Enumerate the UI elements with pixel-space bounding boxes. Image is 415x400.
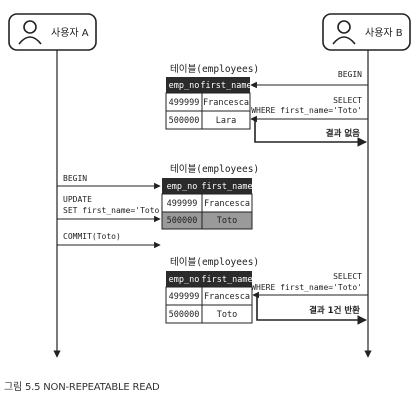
actor-b: 사용자 B (322, 13, 411, 51)
message-label: BEGIN (63, 174, 87, 183)
message-label: BEGIN (338, 70, 362, 79)
table-cell: 499999 (167, 199, 198, 209)
message-label: UPDATE (63, 195, 92, 204)
message-label: WHERE first_name='Toto' (251, 106, 362, 115)
actor-a: 사용자 A (8, 13, 97, 51)
actor-a-label: 사용자 A (51, 27, 89, 39)
table-cell: 499999 (169, 292, 200, 302)
arrow-result-1 (254, 119, 367, 147)
message-label: SELECT (333, 272, 362, 281)
user-icon (18, 20, 42, 45)
actor-b-label: 사용자 B (365, 27, 403, 39)
message-label: SELECT (333, 96, 362, 105)
figure-caption: 그림 5.5 NON-REPEATABLE READ (4, 382, 160, 393)
table-header: emp_no (169, 81, 200, 91)
table-cell: Francesca (204, 292, 250, 302)
user-icon (332, 20, 356, 45)
table-cell: Francesca (204, 199, 250, 209)
arrow-result-2 (256, 295, 367, 325)
message-label: COMMIT(Toto) (63, 232, 121, 241)
message-label: WHERE first_name='Toto' (251, 283, 362, 292)
table-1: 테이블(employees) emp_no first_name 499999 … (165, 64, 259, 130)
table-cell: Lara (216, 116, 236, 126)
table-cell: Francesca (203, 98, 249, 108)
table-title: 테이블(employees) (170, 257, 259, 268)
table-header: emp_no (169, 275, 200, 285)
result-label: 결과 1건 반환 (309, 305, 360, 316)
table-cell: Toto (217, 310, 237, 320)
table-title: 테이블(employees) (170, 164, 259, 175)
result-label: 결과 없음 (326, 128, 360, 139)
table-title: 테이블(employees) (170, 64, 259, 75)
table-2: 테이블(employees) emp_no first_name 499999 … (161, 164, 259, 230)
table-header: emp_no (167, 182, 198, 192)
table-cell: 500000 (169, 310, 200, 320)
table-header: first_name (201, 275, 252, 285)
table-cell: 500000 (167, 216, 198, 226)
message-label: SET first_name='Toto' (63, 206, 164, 215)
table-3: 테이블(employees) emp_no first_name 499999 … (165, 257, 259, 324)
table-header: first_name (201, 182, 252, 192)
table-cell: 500000 (169, 116, 200, 126)
table-header: first_name (200, 81, 251, 91)
table-cell: 499999 (169, 98, 200, 108)
table-cell: Toto (217, 216, 237, 226)
